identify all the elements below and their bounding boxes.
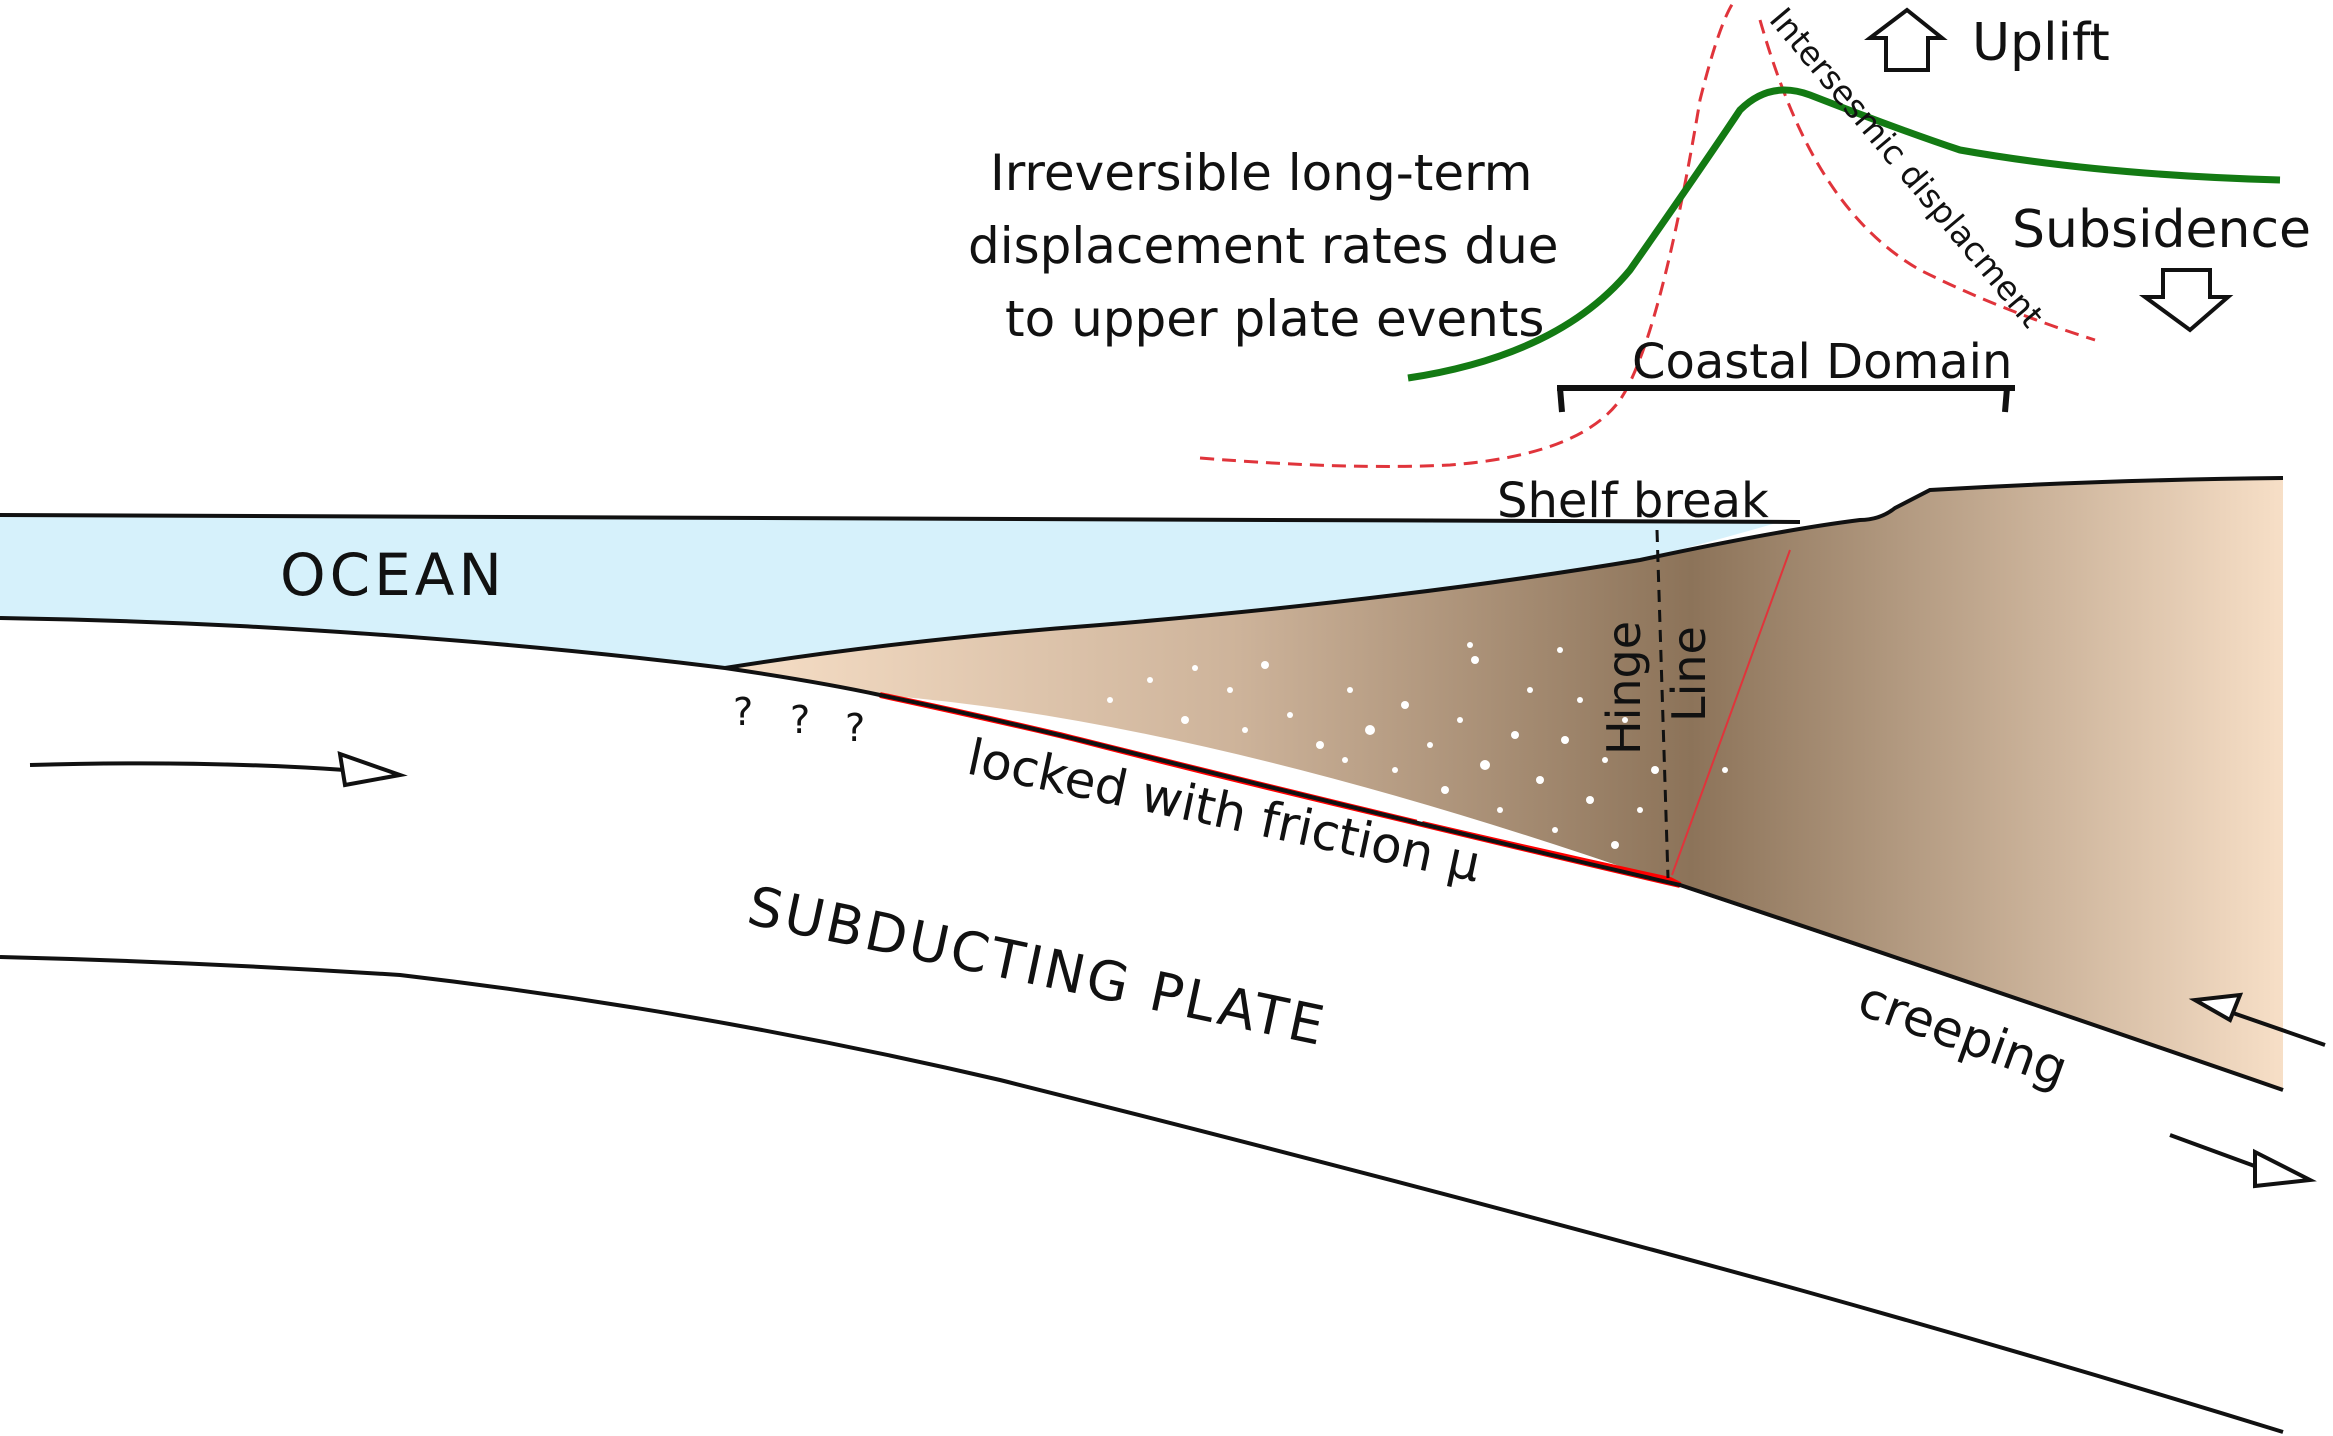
ocean-label: OCEAN — [280, 541, 506, 609]
right-arrow-icon — [2169, 1133, 2317, 1189]
uplift-label: Uplift — [1972, 13, 2110, 73]
slab-top-line — [0, 616, 2284, 1092]
svg-text:to upper plate events: to upper plate events — [1005, 290, 1544, 348]
coastal-domain-bracket — [1557, 385, 2015, 413]
shelf-break-label: Shelf break — [1497, 473, 1769, 529]
line-label: Line — [1662, 626, 1716, 722]
sediment-grains — [1107, 642, 1728, 849]
svg-text:Irreversible long-term: Irreversible long-term — [990, 144, 1532, 202]
upper-plate-fault — [1671, 549, 1791, 876]
down-arrow-icon — [2138, 268, 2234, 333]
right-arrow-icon — [29, 751, 408, 788]
sea-surface-line — [0, 513, 1801, 524]
hinge-line — [1655, 529, 1670, 879]
upper-plate-wedge — [725, 478, 2283, 1090]
subducting-plate-label: SUBDUCTING PLATE — [742, 874, 1332, 1058]
slab-bottom-line — [0, 955, 2284, 1434]
seafloor-line — [724, 476, 2284, 670]
svg-text:?: ? — [733, 690, 753, 734]
svg-text:?: ? — [790, 698, 810, 742]
svg-text:?: ? — [845, 706, 865, 750]
question-marks: ? ? ? — [733, 690, 865, 750]
subsidence-label: Subsidence — [2012, 200, 2311, 260]
svg-text:displacement rates due: displacement rates due — [968, 217, 1559, 275]
longterm-displacement-curve — [1407, 86, 2281, 382]
longterm-label: Irreversible long-term displacement rate… — [968, 144, 1559, 348]
up-arrow-icon — [1864, 7, 1948, 72]
up-arrow-icon — [2188, 992, 2326, 1047]
ocean-water — [0, 515, 1780, 668]
coastal-domain-label: Coastal Domain — [1632, 334, 2012, 390]
hinge-label: Hinge — [1597, 621, 1651, 755]
